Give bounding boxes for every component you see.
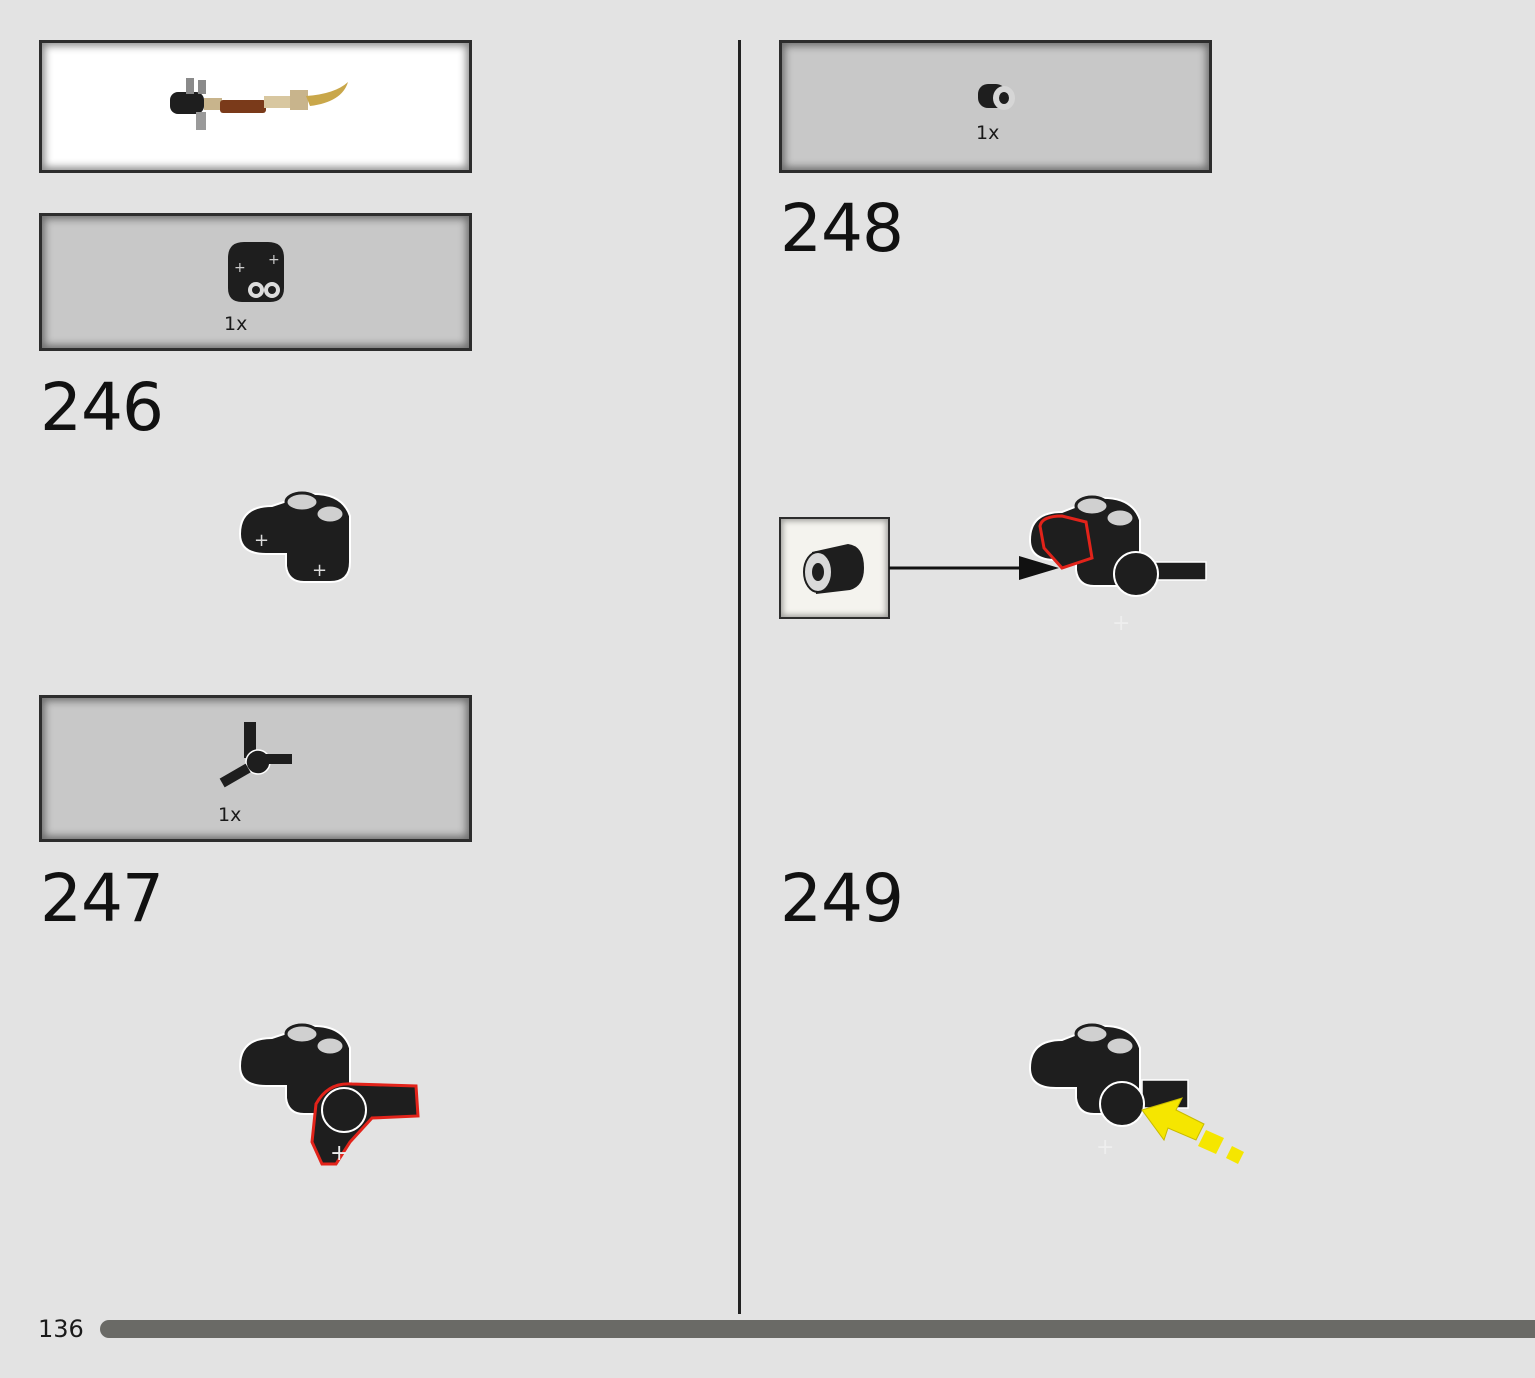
step-number-246: 246 bbox=[40, 369, 164, 446]
step-247-part-qty: 1x bbox=[218, 804, 242, 826]
svg-text:+: + bbox=[330, 1141, 348, 1166]
svg-text:+: + bbox=[1096, 1135, 1114, 1160]
svg-text:+: + bbox=[268, 252, 280, 268]
svg-text:+: + bbox=[312, 560, 327, 581]
svg-text:+: + bbox=[234, 260, 246, 276]
bush-half-icon bbox=[803, 544, 864, 594]
page-progress-bar bbox=[100, 1320, 1535, 1338]
step-number-249: 249 bbox=[780, 860, 904, 937]
step-247-model-assembly-icon: + bbox=[238, 1023, 420, 1166]
weapon-assembly-icon bbox=[170, 78, 348, 130]
step-number-247: 247 bbox=[40, 860, 164, 937]
step-248-part-qty: 1x bbox=[976, 122, 1000, 144]
page-column-divider bbox=[738, 40, 741, 1314]
svg-text:+: + bbox=[254, 530, 269, 551]
axle-pin-connector-perpendicular-icon: + + bbox=[228, 242, 284, 302]
step-248-parts-box bbox=[779, 40, 1212, 173]
assembly-arrow bbox=[889, 556, 1059, 580]
svg-text:+: + bbox=[1112, 611, 1130, 636]
step-246-part-qty: 1x bbox=[224, 313, 248, 335]
bush-half-icon bbox=[978, 84, 1015, 110]
page-number: 136 bbox=[38, 1315, 84, 1343]
push-direction-arrow bbox=[1141, 1097, 1244, 1164]
step-246-model-connector-icon: + + bbox=[238, 491, 351, 583]
step-number-248: 248 bbox=[780, 190, 904, 267]
axle-connector-three-way-icon bbox=[219, 722, 292, 788]
step-248-model-assembly-icon: + bbox=[1028, 495, 1207, 636]
